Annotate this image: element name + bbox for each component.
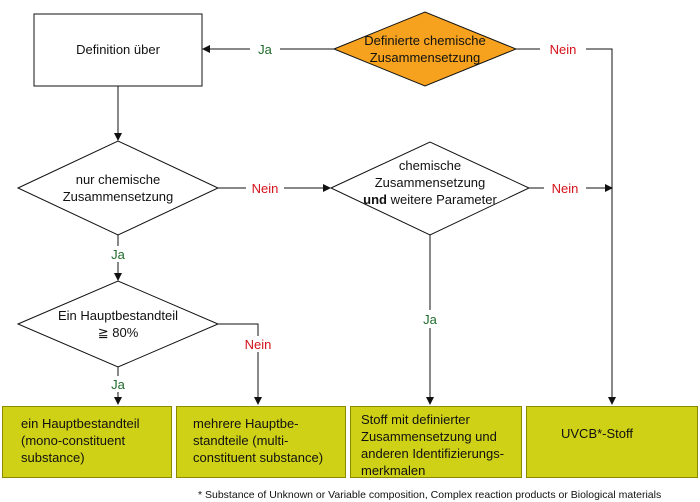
no-label-only-chemical: Nein [251,181,279,196]
main-constituent-label: Ein Hauptbestandteil ≧ 80% [58,308,178,340]
yes-label-params: Ja [423,312,437,327]
defined-composition-label: Definierte chemische Zusammensetzung [364,33,486,65]
footnote: * Substance of Unknown or Variable compo… [198,489,662,501]
result-uvcb: UVCB*-Stoff [526,406,698,478]
no-label-params: Nein [551,181,579,196]
edge-main-to-multi-a [218,323,259,336]
definition-box [33,13,203,87]
chemical-and-params-label: chemische Zusammensetzung und weitere Pa… [363,158,497,207]
yes-label-main: Ja [111,377,125,392]
no-label-top: Nein [549,42,577,57]
yes-label-top: Ja [258,42,272,57]
only-chemical-label: nur chemische Zusammensetzung [62,172,174,204]
result-mono-constituent: ein Hauptbestandteil (mono-constituent s… [2,406,172,478]
definition-box-label: Definition über [76,42,160,57]
no-label-main: Nein [244,337,272,352]
result-defined-identifiers: Stoff mit definierter Zusammensetzung un… [350,406,522,478]
edge-defined-to-uvcb-b [586,48,616,405]
yes-label-only-chemical: Ja [111,247,125,262]
result-multi-constituent: mehrere Hauptbe- standteile (multi- cons… [176,406,346,478]
